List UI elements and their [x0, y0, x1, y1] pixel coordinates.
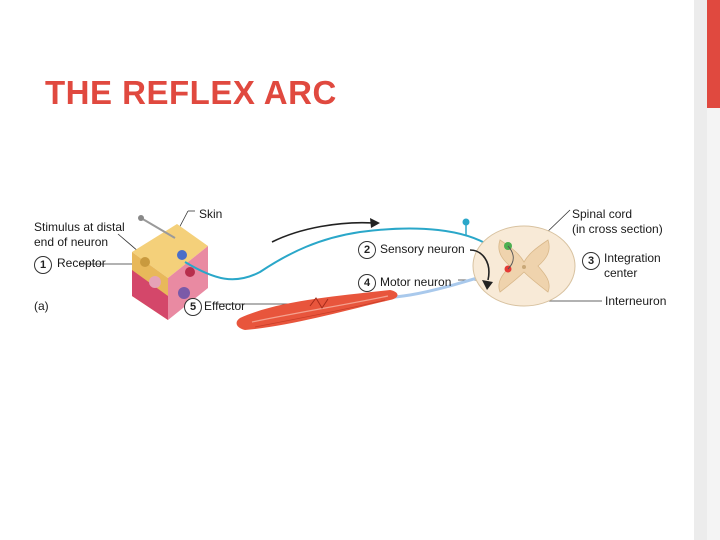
step-3-label: Integration center	[604, 251, 661, 280]
step-4-label: Motor neuron	[380, 275, 452, 289]
panel-label: (a)	[34, 299, 49, 313]
slide-title: THE REFLEX ARC	[45, 74, 337, 111]
step-3-badge: 3	[582, 252, 600, 270]
accent-bar-red	[707, 0, 720, 108]
spinal-cord-label: Spinal cord (in cross section)	[572, 207, 663, 236]
step-5-badge: 5	[184, 298, 202, 316]
skin-label: Skin	[199, 207, 223, 221]
return-arrow	[469, 249, 490, 281]
muscle-effector	[236, 290, 398, 330]
interneuron-label: Interneuron	[605, 294, 667, 308]
accent-bar-light	[707, 108, 720, 540]
skin-block	[132, 224, 208, 320]
accent-bar-gray	[694, 0, 707, 540]
stimulus-label: Stimulus at distal end of neuron	[34, 220, 125, 249]
step-4-badge: 4	[358, 274, 376, 292]
step-1-label: Receptor	[57, 256, 106, 270]
step-5-label: Effector	[204, 299, 246, 313]
step-2-label: Sensory neuron	[380, 242, 465, 256]
spinal-cord-cross-section	[472, 225, 576, 307]
step-2-badge: 2	[358, 241, 376, 259]
needle-stimulus-icon	[138, 215, 176, 239]
step-1-badge: 1	[34, 256, 52, 274]
forward-arrow	[271, 221, 375, 243]
